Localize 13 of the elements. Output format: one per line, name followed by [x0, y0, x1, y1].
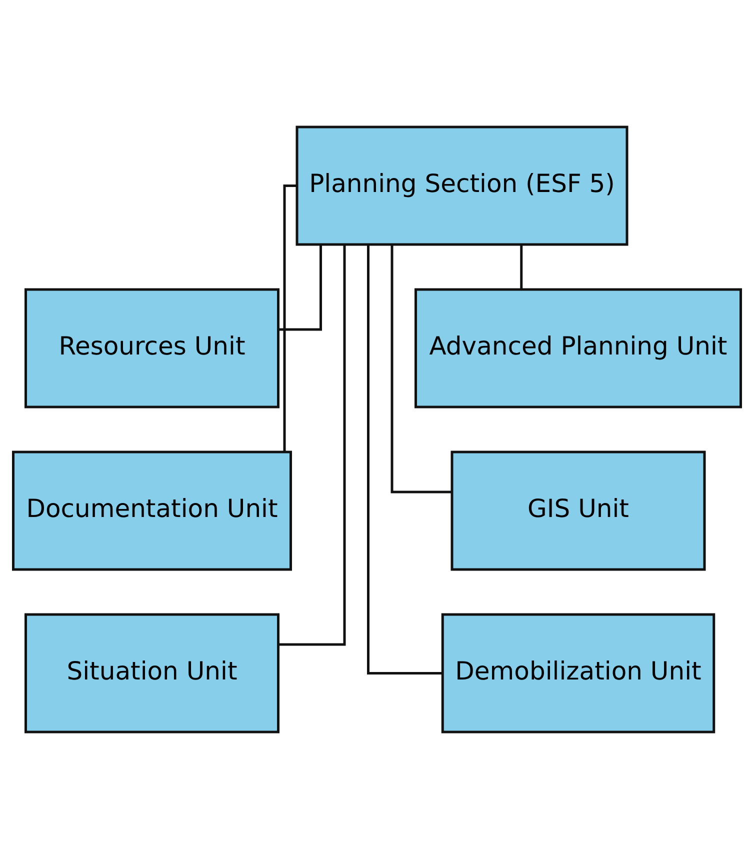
- connector: [283, 184, 297, 452]
- connector: [390, 244, 452, 494]
- connector: [278, 244, 346, 646]
- connector: [520, 244, 523, 290]
- connector: [367, 244, 442, 674]
- node-box: GIS Unit: [450, 450, 706, 571]
- node-box: Demobilization Unit: [441, 613, 716, 734]
- node-box: Situation Unit: [24, 613, 280, 734]
- node-box: Advanced Planning Unit: [414, 288, 742, 408]
- node-box: Resources Unit: [24, 288, 280, 408]
- connector: [278, 244, 322, 331]
- node-box: Planning Section (ESF 5): [296, 126, 628, 246]
- node-box: Documentation Unit: [12, 450, 292, 571]
